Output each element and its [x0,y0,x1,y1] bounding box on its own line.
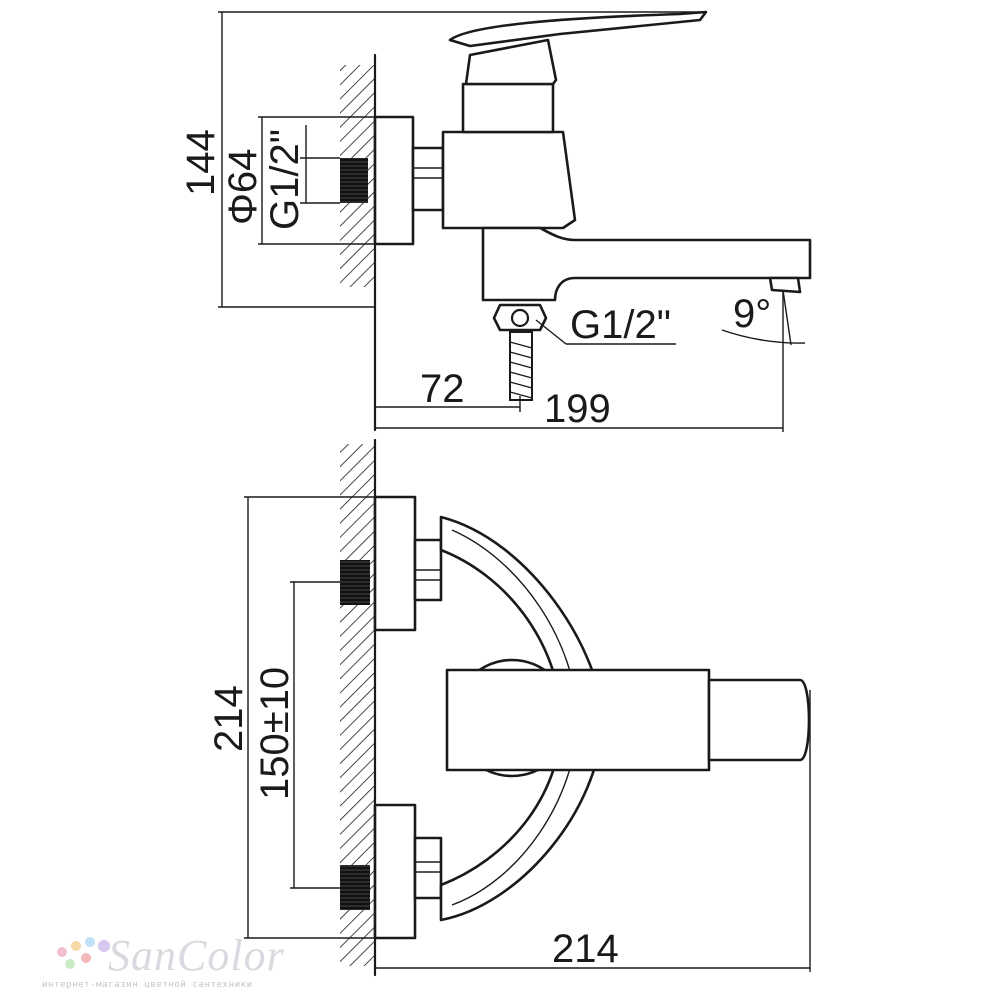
dim-inlet-thread-label: G1/2" [263,129,307,230]
brand-tagline: интернет-магазин цветной сантехники [42,980,253,990]
dim-inlet-spacing-label: 150±10 [253,667,297,800]
spout [481,226,812,302]
brand-logo-dots [57,937,110,969]
dim-outlet-thread: G1/2" [535,303,676,347]
spout-end [707,678,811,762]
lever-neck [464,38,558,86]
side-view: 144 Φ64 G1/2" G1/2" 9° [179,10,812,432]
dim-angle: 9° [721,289,806,346]
wall-inlet-thread [340,158,368,203]
dim-flange: Φ64 [221,116,413,245]
mixer-body [441,130,577,230]
hose-thread-lines [509,341,533,399]
dim-inlet-offset-label: 72 [420,367,465,411]
hose-connector [492,303,548,332]
dim-flange-label: Φ64 [221,149,265,225]
dim-total-depth-label: 214 [552,927,619,971]
mixer-lever [448,10,708,48]
wall-inlet-upper [340,560,370,605]
mixer-crescent [439,515,605,922]
dim-total-width: 214 [207,496,415,939]
flange-upper [373,495,417,632]
eccentric-connector [411,146,445,212]
cartridge-housing [461,82,555,134]
brand-name: SanColor [108,931,285,980]
top-view: 214 150±10 214 [207,438,811,977]
dim-inlet-offset: 72 [375,367,521,412]
dim-angle-label: 9° [733,292,771,336]
wall-inlet-lower [340,865,370,910]
flange-cover [373,115,415,246]
dim-inlet-thread: G1/2" [263,125,340,230]
dim-outlet-thread-label: G1/2" [570,303,671,347]
dim-total-depth: 214 [375,690,811,972]
aerator [768,276,802,294]
dim-total-width-label: 214 [207,685,251,752]
dim-inlet-spacing: 150±10 [253,581,340,889]
spout-box [445,668,711,772]
dim-projection: 199 [375,345,784,432]
connector-lower [413,836,443,900]
dim-height-label: 144 [179,129,223,196]
flange-lower [373,803,417,940]
dim-height: 144 [179,11,705,308]
dim-projection-label: 199 [544,387,611,431]
